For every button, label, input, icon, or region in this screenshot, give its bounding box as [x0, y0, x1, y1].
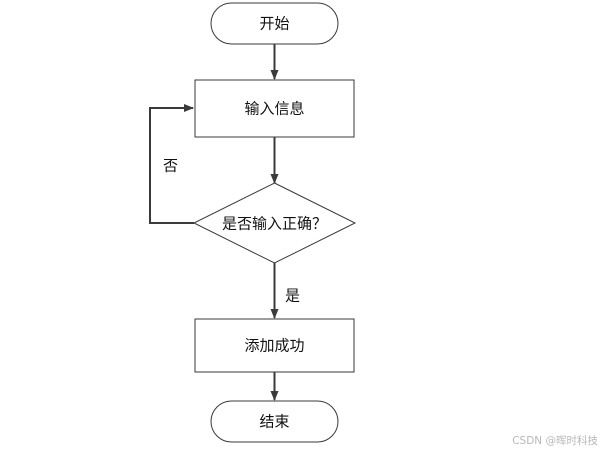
start-node: 开始 — [210, 2, 339, 45]
input-node: 输入信息 — [194, 79, 355, 138]
watermark-text: CSDN @晖时科技 — [512, 434, 598, 447]
decision-node-label: 是否输入正确？ — [222, 215, 327, 233]
end-node-label: 结束 — [259, 413, 289, 431]
input-node-shape — [194, 79, 355, 138]
end-node-shape — [210, 400, 339, 443]
start-node-label: 开始 — [259, 15, 289, 33]
success-node-label: 添加成功 — [244, 337, 304, 355]
edge-decision-no-loop — [149, 104, 194, 224]
decision-node: 是否输入正确？ — [192, 182, 357, 264]
success-node: 添加成功 — [194, 318, 355, 373]
edge-label-no: 否 — [163, 157, 178, 175]
end-node: 结束 — [210, 400, 339, 443]
success-node-shape — [194, 318, 355, 373]
input-node-label: 输入信息 — [244, 100, 304, 118]
edge-label-yes: 是 — [285, 287, 300, 305]
